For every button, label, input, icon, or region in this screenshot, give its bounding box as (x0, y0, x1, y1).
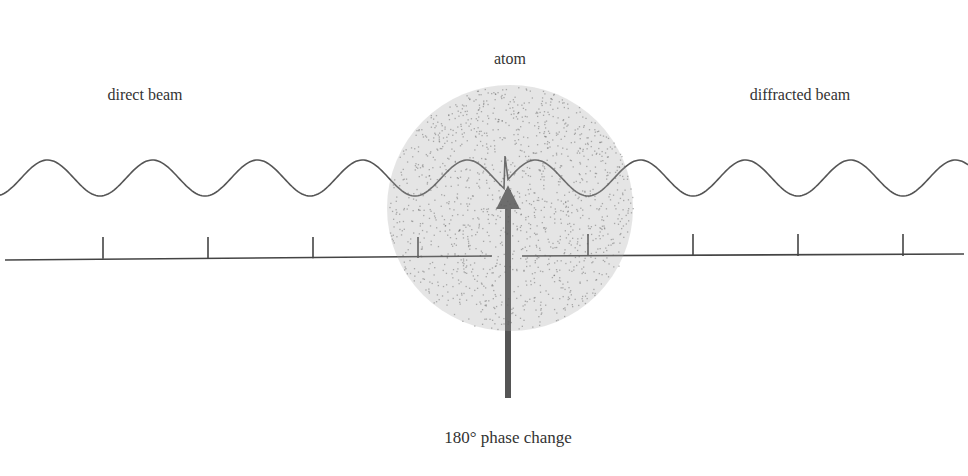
beam-label: direct beam (107, 86, 182, 104)
phase-label: 180° phase change (444, 428, 572, 448)
tick-mark (312, 237, 314, 258)
atom-fill (387, 85, 633, 331)
tick-mark (207, 237, 209, 258)
stipple (389, 87, 634, 330)
beam-label: diffracted beam (750, 86, 851, 104)
tick-mark (902, 234, 904, 256)
atom-shape (385, 83, 635, 333)
tick-mark (102, 237, 104, 259)
tick-mark (797, 234, 799, 256)
atom-circle: atom (385, 50, 635, 335)
tick-mark (692, 234, 694, 256)
atom-label: atom (385, 50, 635, 68)
